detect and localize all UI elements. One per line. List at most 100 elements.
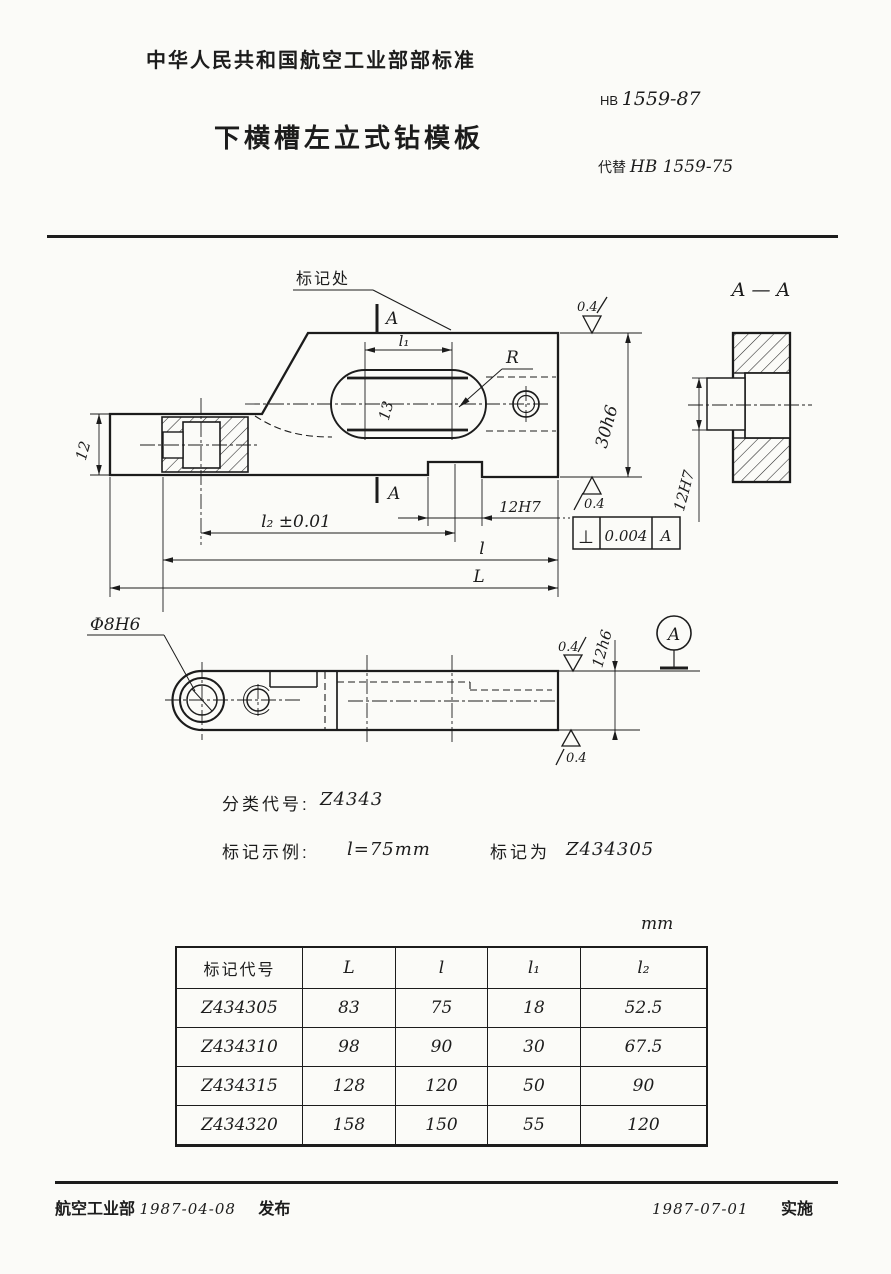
label-finish-bottom: 0.4: [584, 497, 605, 512]
label-finish-top: 0.4: [577, 300, 598, 315]
table-header-l: l: [395, 946, 488, 989]
centerlines: [140, 386, 550, 545]
ministry-standard-line: 中华人民共和国航空工业部部标准: [146, 50, 476, 72]
supersedes-number: HB 1559-75: [629, 157, 734, 177]
finish-mark-side-bottom: [555, 728, 582, 766]
supersedes-line: 代替 HB 1559-75: [598, 157, 733, 177]
label-mark-spot: 标记处: [296, 270, 350, 288]
side-hidden-lines: [324, 672, 552, 729]
dim-12h6: [612, 640, 618, 740]
table-cell: Z434305: [175, 988, 303, 1028]
label-30h6: 30h6: [592, 403, 623, 450]
table-cell: 75: [395, 988, 488, 1028]
label-l2: l₂ ±0.01: [261, 512, 331, 532]
table-cell: 158: [302, 1105, 396, 1146]
slot-through-edges: [347, 376, 468, 432]
table-cell: 55: [487, 1105, 581, 1146]
tolerance-frame: [572, 516, 681, 550]
drill-hole-inner: [516, 394, 536, 414]
table-cell: 90: [580, 1066, 708, 1106]
footer-release: 航空工业部 1987-04-08 发布: [55, 1195, 290, 1219]
table-row: Z434320 158 150 55 120: [175, 1105, 708, 1146]
designation-value: Z434305: [566, 839, 655, 860]
standard-number: HB 1559-87: [600, 88, 701, 110]
table-cell: 50: [487, 1066, 581, 1106]
classification-label: 分类代号:: [222, 795, 310, 814]
dim-l: [163, 557, 558, 563]
supersedes-label: 代替: [598, 159, 626, 175]
drill-hole-outer: [512, 390, 540, 418]
table-cell: 120: [395, 1066, 488, 1106]
label-L: L: [472, 567, 484, 587]
table-header-code: 标记代号: [175, 946, 303, 989]
label-section-title: A — A: [730, 279, 791, 301]
header-divider: [47, 235, 838, 238]
section-hatch-top: [732, 332, 791, 374]
finish-mark-bottom: [573, 475, 603, 511]
side-view: 12h6 A 0.4 0.4 Φ8H6: [87, 615, 700, 766]
side-centerlines: [165, 655, 556, 743]
label-l: l: [479, 539, 484, 559]
mark-spot-leader: [293, 289, 452, 331]
label-section-12h7: 12H7: [670, 468, 698, 513]
footer-divider: [55, 1181, 838, 1184]
section-dim-12h7: [692, 377, 707, 522]
table-cell: 90: [395, 1027, 488, 1067]
radius-leader: [458, 368, 533, 408]
table-cell: 83: [302, 988, 396, 1028]
dim-12h7-groove: [398, 515, 573, 521]
hidden-lines: [254, 376, 556, 438]
table-header-row: 标记代号 L l l₁ l₂: [175, 946, 708, 989]
datum-a-symbol: [656, 615, 692, 670]
footer-release-date: 1987-04-08: [139, 1200, 236, 1218]
designation-label: 标记为: [490, 843, 550, 862]
section-hatch-bottom: [732, 437, 791, 483]
label-section-a-top: A: [384, 309, 398, 329]
label-groove-12h7: 12H7: [499, 498, 541, 516]
label-l1: l₁: [399, 332, 410, 350]
label-12h6: 12h6: [589, 627, 616, 669]
side-extension-lines: [558, 670, 700, 731]
front-view: 12 l₁ 标记处 A A R 13: [72, 270, 681, 612]
section-aa-view: A — A 12H7: [670, 279, 812, 522]
label-tolerance-value: 0.004: [605, 527, 648, 545]
label-tolerance-datum: A: [659, 527, 672, 545]
footer-org: 航空工业部: [55, 1201, 136, 1218]
table-row: Z434315 128 120 50 90: [175, 1066, 708, 1106]
dim-12-left: [96, 414, 102, 475]
finish-mark-top: [581, 296, 608, 335]
part-outline: [108, 331, 560, 479]
dim-l1: [365, 347, 452, 353]
example-label: 标记示例:: [222, 843, 310, 862]
hole-callout-leader: [87, 634, 196, 692]
dim-L: [110, 585, 558, 591]
example-formula: l=75mm: [347, 839, 431, 860]
table-cell: Z434315: [175, 1066, 303, 1106]
table-unit: mm: [641, 914, 674, 934]
side-step: [269, 671, 318, 688]
extension-lines: [90, 332, 642, 612]
section-tongue: [706, 377, 746, 431]
table-cell: 98: [302, 1027, 396, 1067]
dim-30h6: [625, 333, 631, 477]
standard-code-number: 1559-87: [621, 88, 701, 110]
table-cell: 18: [487, 988, 581, 1028]
label-finish-side-bottom: 0.4: [566, 751, 587, 766]
table-cell: 150: [395, 1105, 488, 1146]
side-outline: [171, 669, 560, 732]
document-title: 下横槽左立式钻模板: [214, 123, 485, 153]
table-cell: 30: [487, 1027, 581, 1067]
table-header-l1: l₁: [487, 946, 581, 989]
label-slot-13: 13: [375, 399, 397, 422]
finish-mark-side-top: [562, 636, 587, 673]
table-cell: 120: [580, 1105, 708, 1146]
table-header-L: L: [302, 946, 396, 989]
footer-implement-label: 实施: [780, 1201, 813, 1218]
perpendicularity-icon: ⊥: [578, 527, 594, 548]
table-cell: Z434310: [175, 1027, 303, 1067]
label-section-a-bottom: A: [386, 484, 400, 504]
classification-code: Z4343: [320, 789, 384, 810]
table-row: Z434310 98 90 30 67.5: [175, 1027, 708, 1067]
label-hole-phi8h6: Φ8H6: [90, 615, 141, 635]
footer-release-label: 发布: [258, 1201, 291, 1218]
